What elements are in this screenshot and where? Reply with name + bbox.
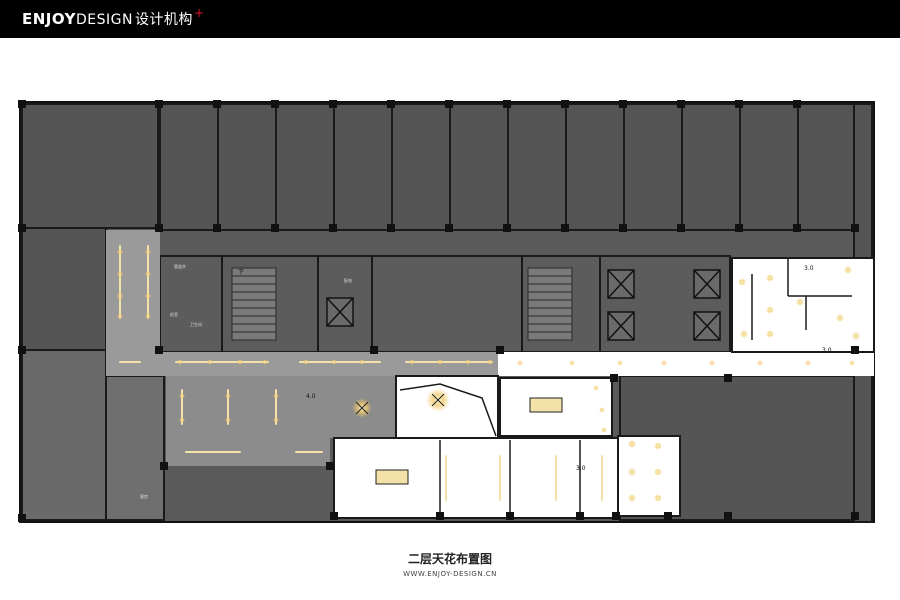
stair-down-label: 下 xyxy=(238,269,244,276)
brand-plus: + xyxy=(193,6,205,20)
ceiling-height-4: 3.0 xyxy=(576,465,586,472)
left-rooms xyxy=(21,103,165,521)
ceiling-panels xyxy=(375,397,563,485)
plan-title: 二层天花布置图 xyxy=(407,552,492,566)
brand-bold: ENJOY xyxy=(22,10,76,28)
elevators xyxy=(326,269,721,341)
corridor-main xyxy=(106,352,498,376)
brand-light: DESIGN xyxy=(75,12,133,28)
stair-left xyxy=(231,267,277,341)
room-label-c: 前室 xyxy=(170,311,178,317)
lit-partitions xyxy=(399,258,852,518)
room-label-e: 客房 xyxy=(140,493,148,499)
top-rooms xyxy=(159,103,855,231)
stair-right xyxy=(527,267,573,341)
room-label-a: 管道井 xyxy=(174,263,186,269)
ceiling-height-2: 3.0 xyxy=(804,265,814,272)
ceiling-height-1: 4.0 xyxy=(306,393,316,400)
room-label-b: 配电 xyxy=(344,277,352,283)
room-label-d: 卫生间 xyxy=(190,321,202,327)
chandelier-marks xyxy=(355,393,445,415)
brand-cn: 设计机构 xyxy=(134,12,193,28)
structural-columns xyxy=(18,100,859,522)
ceiling-height-3: 3.0 xyxy=(822,347,832,354)
corridor-vertical xyxy=(106,230,160,352)
site-url: WWW.ENJOY-DESIGN.CN xyxy=(403,570,497,578)
top-banner xyxy=(0,0,900,38)
